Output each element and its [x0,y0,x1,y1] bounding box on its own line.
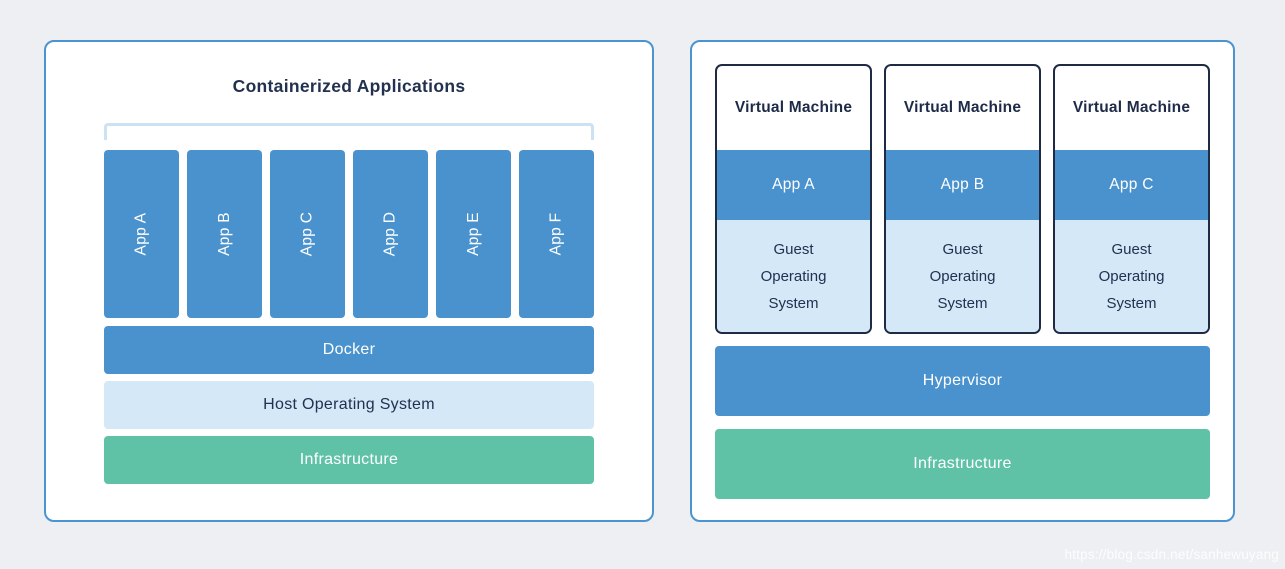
container-app-b-label: App B [215,212,233,256]
vm-card-3-title: Virtual Machine [1072,99,1191,116]
vm-card-1-app: App A [717,150,870,220]
vm-card-3-guest-os: Guest Operating System [1055,220,1208,332]
vm-card-2: Virtual Machine App B Guest Operating Sy… [884,64,1041,334]
container-app-c-label: App C [298,211,316,257]
container-app-a-label: App A [132,212,150,256]
container-app-b: App B [187,150,262,318]
host-os-layer: Host Operating System [104,381,594,429]
container-app-c: App C [270,150,345,318]
container-app-f-label: App F [547,212,565,256]
containers-panel-title: Containerized Applications [232,76,466,96]
vm-card-3: Virtual Machine App C Guest Operating Sy… [1053,64,1210,334]
vm-card-3-app: App C [1055,150,1208,220]
container-app-d-label: App D [381,211,399,257]
docker-layer: Docker [104,326,594,374]
vm-card-2-app: App B [886,150,1039,220]
vm-card-1-guest-os: Guest Operating System [717,220,870,332]
container-app-e: App E [436,150,511,318]
container-app-a: App A [104,150,179,318]
container-apps-row: App A App B App C App D App E App F [104,150,594,318]
watermark-url: https://blog.csdn.net/sanhewuyang [1064,547,1279,562]
infrastructure-layer: Infrastructure [104,436,594,484]
vm-cards-row: Virtual Machine App A Guest Operating Sy… [715,64,1210,334]
vm-card-2-guest-os: Guest Operating System [886,220,1039,332]
vm-infrastructure-layer: Infrastructure [715,429,1210,499]
virtual-machines-panel: Virtual Machine App A Guest Operating Sy… [690,40,1235,522]
container-app-d: App D [353,150,428,318]
containers-panel: Containerized Applications App A App B A… [44,40,654,522]
hypervisor-layer: Hypervisor [715,346,1210,416]
container-app-f: App F [519,150,594,318]
vm-card-1: Virtual Machine App A Guest Operating Sy… [715,64,872,334]
vm-card-1-title: Virtual Machine [734,99,853,116]
vm-card-2-title: Virtual Machine [903,99,1022,116]
containers-group-bracket [104,123,594,140]
container-app-e-label: App E [464,212,482,256]
